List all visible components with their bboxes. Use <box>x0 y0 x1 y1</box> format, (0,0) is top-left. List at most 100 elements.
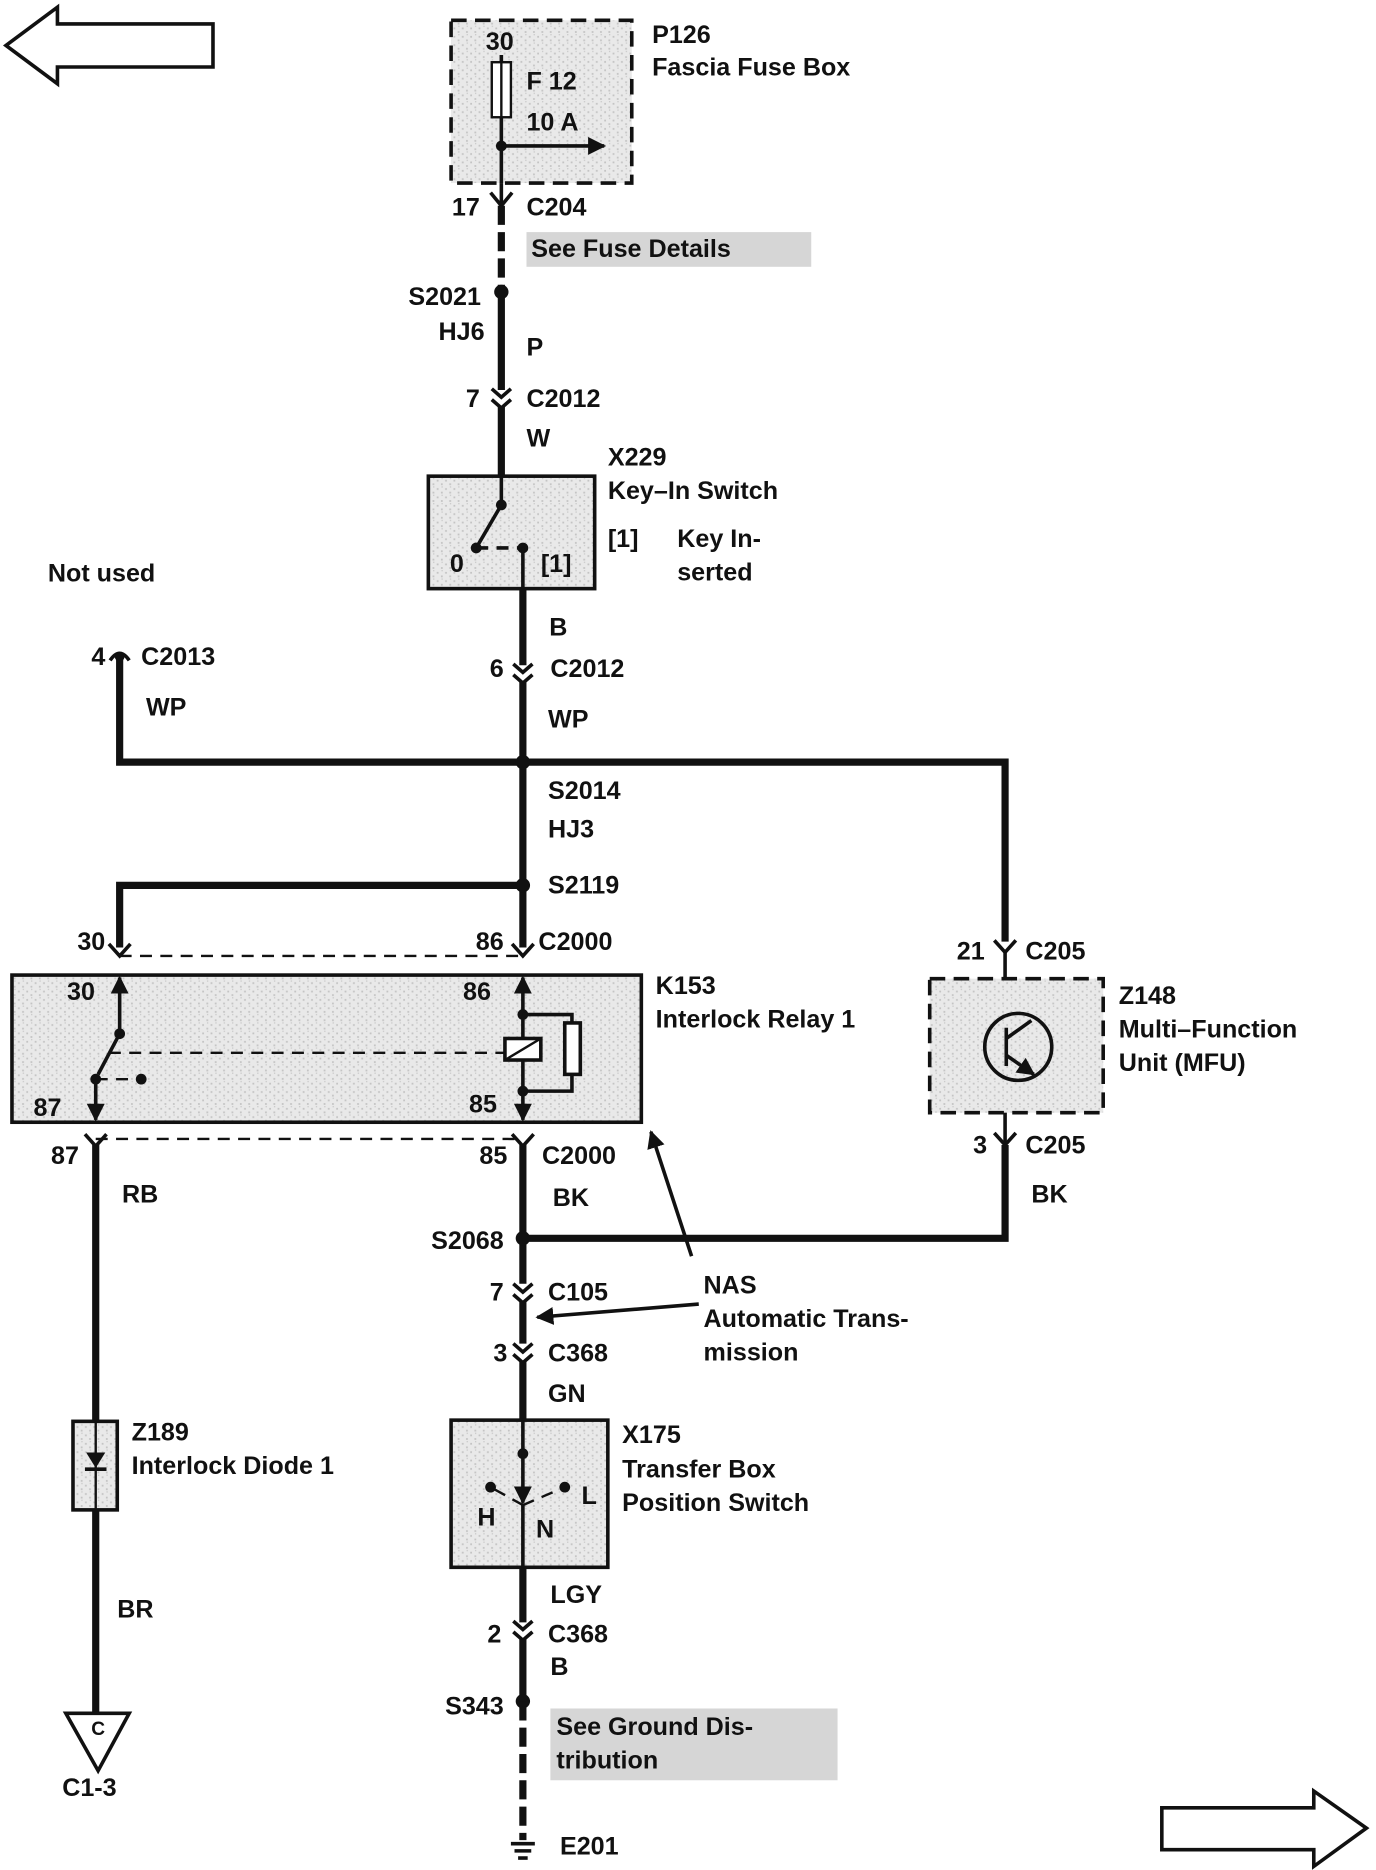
diode-icon <box>86 1452 106 1469</box>
transfer-switch-name-line-1: Transfer Box <box>622 1456 776 1484</box>
connector-id-label: C204 <box>526 193 586 221</box>
harness-label-hj6: HJ6 <box>439 318 485 346</box>
connector-c2000-lower: 87 85 C2000 <box>51 1133 616 1170</box>
wire-color-wp-main: WP <box>548 705 588 733</box>
wire-color-wp-left: WP <box>146 693 186 721</box>
splice-label-s343: S343 <box>445 1692 504 1720</box>
splice-label-s2068: S2068 <box>431 1227 504 1255</box>
wire-s2014-to-c205 <box>522 758 1009 942</box>
connector-id-label: C2012 <box>526 385 600 413</box>
nas-label-line-2: Automatic Trans- <box>704 1305 909 1333</box>
nas-pointer-to-c105 <box>535 1302 699 1325</box>
transistor-collector <box>1005 1019 1033 1040</box>
connector-pin-label: 21 <box>957 938 985 966</box>
transfer-switch-high-dashed <box>489 1486 524 1507</box>
relay-suppression-resistor <box>562 1021 583 1077</box>
wire-color-bk-mfu: BK <box>1031 1180 1067 1208</box>
splice-dot-s2119 <box>515 878 531 893</box>
not-used-note: Not used <box>48 559 155 587</box>
mfu-outline <box>927 976 1105 1115</box>
connector-id-label: C2000 <box>538 928 612 956</box>
terminal-triangle-icon <box>62 1711 133 1775</box>
connector-inline-icon <box>512 1619 534 1643</box>
diode-name: Interlock Diode 1 <box>132 1452 334 1480</box>
connector-c2012-upper: 7 C2012 <box>466 385 601 413</box>
interlock-relay-k153: 30 86 87 85 K153 Interlock Relay 1 <box>10 972 856 1125</box>
ground-point-label: E201 <box>560 1832 619 1860</box>
relay-coil-diagonal <box>504 1037 542 1062</box>
connector-id-label: C368 <box>548 1621 608 1649</box>
wire-color-b-upper: B <box>549 613 567 641</box>
fuse-box-name: Fascia Fuse Box <box>652 53 850 81</box>
harness-label-hj3: HJ3 <box>548 815 594 843</box>
connector-id-label: C205 <box>1025 938 1085 966</box>
fuse-details-shading <box>526 232 812 267</box>
connector-fork-icon <box>510 1133 535 1149</box>
connector-fork-icon <box>510 942 535 959</box>
switch-position-1: [1] <box>541 550 572 578</box>
splice-label-s2014: S2014 <box>548 777 621 805</box>
wire-color-w: W <box>526 424 550 452</box>
relay-pin-86: 86 <box>463 978 491 1006</box>
connector-c2012-lower: 6 C2012 <box>490 655 624 686</box>
switch-arm <box>474 503 503 549</box>
connector-c205-upper: 21 C205 <box>957 938 1085 979</box>
right-arrow-icon[interactable] <box>1160 1787 1370 1870</box>
transfer-switch-pos-n: N <box>536 1515 554 1543</box>
terminal-label: C1-3 <box>62 1774 116 1802</box>
left-arrow-icon[interactable] <box>2 3 215 88</box>
relay-pin-87: 87 <box>34 1094 62 1122</box>
fuse-box-outline <box>449 18 634 185</box>
connector-inline-icon <box>490 387 513 411</box>
connector-id-label: C105 <box>548 1279 608 1307</box>
nas-annotation: NAS Automatic Trans- mission <box>535 1130 909 1366</box>
transfer-switch-id: X175 <box>622 1421 681 1449</box>
connector-c368-lower: 2 C368 <box>487 1619 608 1649</box>
nas-label-line-3: mission <box>704 1338 799 1366</box>
fuse-rating-label: 10 A <box>526 108 578 136</box>
connector-inline-icon <box>512 1282 534 1306</box>
transfer-switch-name-line-2: Position Switch <box>622 1489 809 1517</box>
connector-fork-icon <box>992 939 1018 956</box>
key-switch-id: X229 <box>608 443 667 471</box>
wire-color-gn: GN <box>548 1380 586 1408</box>
splice-label-s2021: S2021 <box>408 283 481 311</box>
splice-label-s2119: S2119 <box>548 872 619 900</box>
transfer-switch-pos-l: L <box>582 1482 597 1510</box>
nas-pointer-to-relay <box>647 1130 694 1257</box>
ground-details-line-2: tribution <box>556 1746 658 1774</box>
fuse-box-p126: 30 F 12 10 A P126 Fascia Fuse Box <box>449 18 850 185</box>
fuse-pin-label: 30 <box>486 28 514 56</box>
connector-c204: 17 C204 <box>452 183 587 221</box>
connector-pin-label: 7 <box>490 1279 504 1307</box>
key-switch-legend-line-1: Key In- <box>677 525 761 553</box>
wire-color-lgy: LGY <box>550 1581 602 1609</box>
fuse-box-id: P126 <box>652 21 711 49</box>
switch-position-0: 0 <box>450 550 464 578</box>
diode-id: Z189 <box>132 1418 189 1446</box>
connector-c2013: 4 C2013 <box>91 643 215 671</box>
terminal-c1-3: C C1-3 <box>62 1711 133 1802</box>
connector-pin-label: 17 <box>452 193 480 221</box>
fuse-id-label: F 12 <box>526 68 576 96</box>
transfer-switch-low-dot <box>559 1481 571 1493</box>
connector-inline-icon <box>512 1342 534 1366</box>
relay-resistor-top-lead <box>522 1012 574 1023</box>
splice-dot-s2021 <box>494 284 509 300</box>
terminal-mark: C <box>91 1719 105 1740</box>
connector-pin-label: 6 <box>490 655 504 683</box>
relay-name: Interlock Relay 1 <box>656 1006 856 1034</box>
key-switch-name: Key–In Switch <box>608 477 778 505</box>
connector-c205-lower: 3 C205 <box>973 1112 1085 1159</box>
relay-outline <box>10 973 644 1125</box>
wire-color-br: BR <box>117 1596 153 1624</box>
connector-pin-label-85: 85 <box>479 1142 507 1170</box>
key-in-switch-x229: 0 [1] X229 Key–In Switch [1] Key In- ser… <box>426 443 778 591</box>
relay-contact-87a-dot <box>135 1073 147 1085</box>
transfer-box-switch-x175: H N L X175 Transfer Box Position Switch <box>449 1418 809 1570</box>
connector-c368-upper: 3 C368 <box>493 1340 608 1368</box>
transistor-emitter <box>1005 1053 1036 1076</box>
interlock-diode-z189: Z189 Interlock Diode 1 <box>71 1418 334 1512</box>
relay-pin-85: 85 <box>469 1091 497 1119</box>
